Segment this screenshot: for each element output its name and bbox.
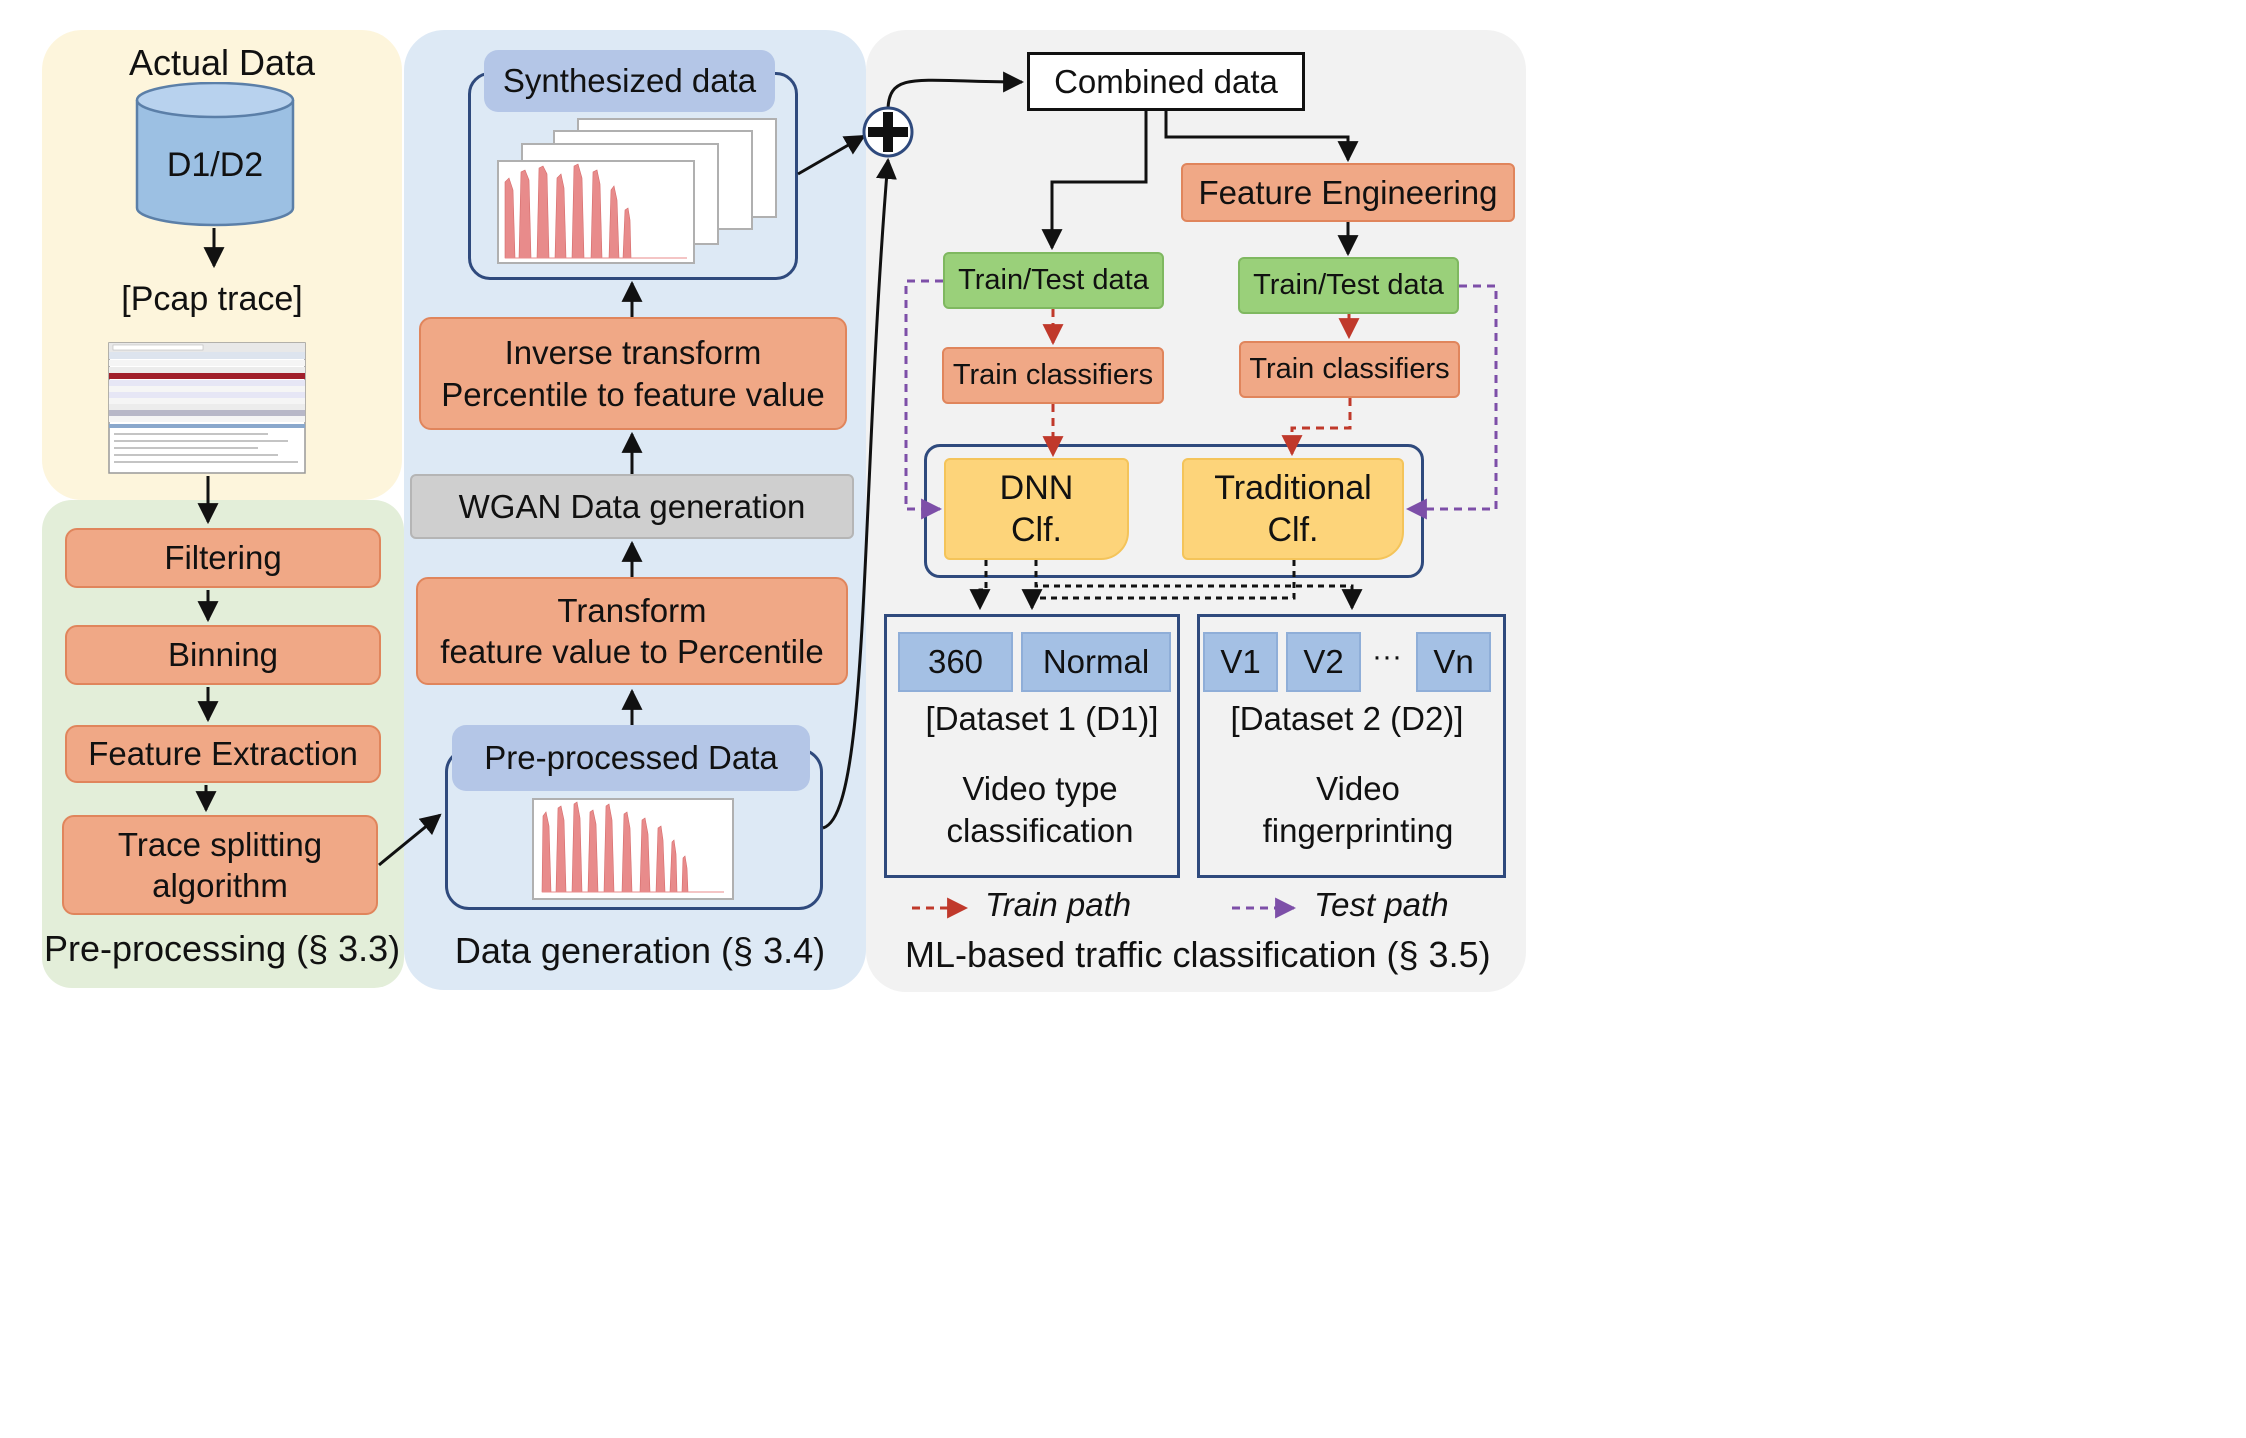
pcap-screenshot-thumbnail (108, 342, 306, 474)
dataset2-task-line2: fingerprinting (1262, 812, 1454, 849)
dnn-to-dataset2 (1034, 560, 1363, 611)
trace-splitting-step: Trace splitting algorithm (62, 815, 378, 915)
inverse-transform-line1: Inverse transform (504, 334, 762, 372)
dataset2-frame (1197, 614, 1506, 878)
train-test-data-right: Train/Test data (1238, 257, 1459, 314)
dataset2-task-line1: Video (1316, 770, 1400, 807)
arrow-preprocessed-to-plus (822, 157, 897, 830)
dnn-line2: Clf. (1011, 511, 1062, 549)
class-normal: Normal (1021, 632, 1171, 692)
dnn-classifier: DNN Clf. (944, 458, 1129, 560)
pcap-label: [Pcap trace] (121, 280, 303, 318)
inverse-transform-line2: Percentile to feature value (441, 375, 825, 413)
transform-line2: feature value to Percentile (440, 633, 824, 670)
dnn-to-dataset1 (969, 560, 991, 611)
legend-train-label: Train path (985, 886, 1132, 923)
class-v1: V1 (1203, 632, 1278, 692)
trad-to-dataset1 (1021, 560, 1296, 611)
train-classifiers-right: Train classifiers (1239, 341, 1460, 398)
train-classifiers-left: Train classifiers (942, 347, 1164, 404)
preprocessed-data-label: Pre-processed Data (452, 725, 810, 791)
ml-caption: ML-based traffic classification (§ 3.5) (905, 934, 1491, 975)
synthesized-data-label: Synthesized data (484, 50, 775, 112)
dataset2-label: [Dataset 2 (D2)] (1230, 700, 1464, 737)
transform-line1: Transform (557, 591, 707, 629)
database-label: D1/D2 (166, 146, 264, 184)
arrow-combined-to-traintest-left (1041, 111, 1148, 251)
feature-extraction-step: Feature Extraction (65, 725, 381, 783)
data-generation-caption: Data generation (§ 3.4) (454, 930, 826, 971)
dataset1-task-line1: Video type (962, 770, 1118, 807)
wgan-step: WGAN Data generation (410, 474, 854, 539)
actual-data-title: Actual Data (128, 42, 316, 83)
dnn-line1: DNN (999, 468, 1074, 507)
trad-line1: Traditional (1214, 468, 1372, 507)
trad-line2: Clf. (1267, 511, 1319, 549)
dataset1-frame (884, 614, 1180, 878)
filtering-step: Filtering (65, 528, 381, 588)
class-360: 360 (898, 632, 1013, 692)
combine-plus-icon (862, 106, 914, 158)
binning-step: Binning (65, 625, 381, 685)
train-test-data-left: Train/Test data (943, 252, 1164, 309)
dataset1-label: [Dataset 1 (D1)] (925, 700, 1159, 737)
train-arrow-right-2 (1281, 398, 1352, 457)
feature-engineering-box: Feature Engineering (1181, 163, 1515, 222)
synth-chart-front (497, 160, 695, 264)
combined-data-box: Combined data (1027, 52, 1305, 111)
arrow-synth-to-plus (797, 134, 866, 176)
test-arrow-left (904, 279, 943, 520)
arrow-combined-to-feature-eng (1164, 111, 1359, 163)
test-arrow-right (1405, 284, 1498, 520)
dataset1-task-line2: classification (946, 812, 1134, 849)
class-vn: Vn (1416, 632, 1491, 692)
class-v2: V2 (1286, 632, 1361, 692)
inverse-transform-step: Inverse transform Percentile to feature … (419, 317, 847, 430)
preprocessing-caption: Pre-processing (§ 3.3) (44, 928, 401, 969)
traditional-classifier: Traditional Clf. (1182, 458, 1404, 560)
arrow-split-to-preprocessed (378, 813, 442, 867)
database-icon (135, 82, 295, 227)
class-ellipsis: ··· (1372, 640, 1402, 673)
legend-test-label: Test path (1314, 886, 1449, 923)
arrow-plus-to-combined (886, 71, 1025, 109)
transform-step: Transform feature value to Percentile (416, 577, 848, 685)
preprocessed-chart (532, 798, 734, 900)
